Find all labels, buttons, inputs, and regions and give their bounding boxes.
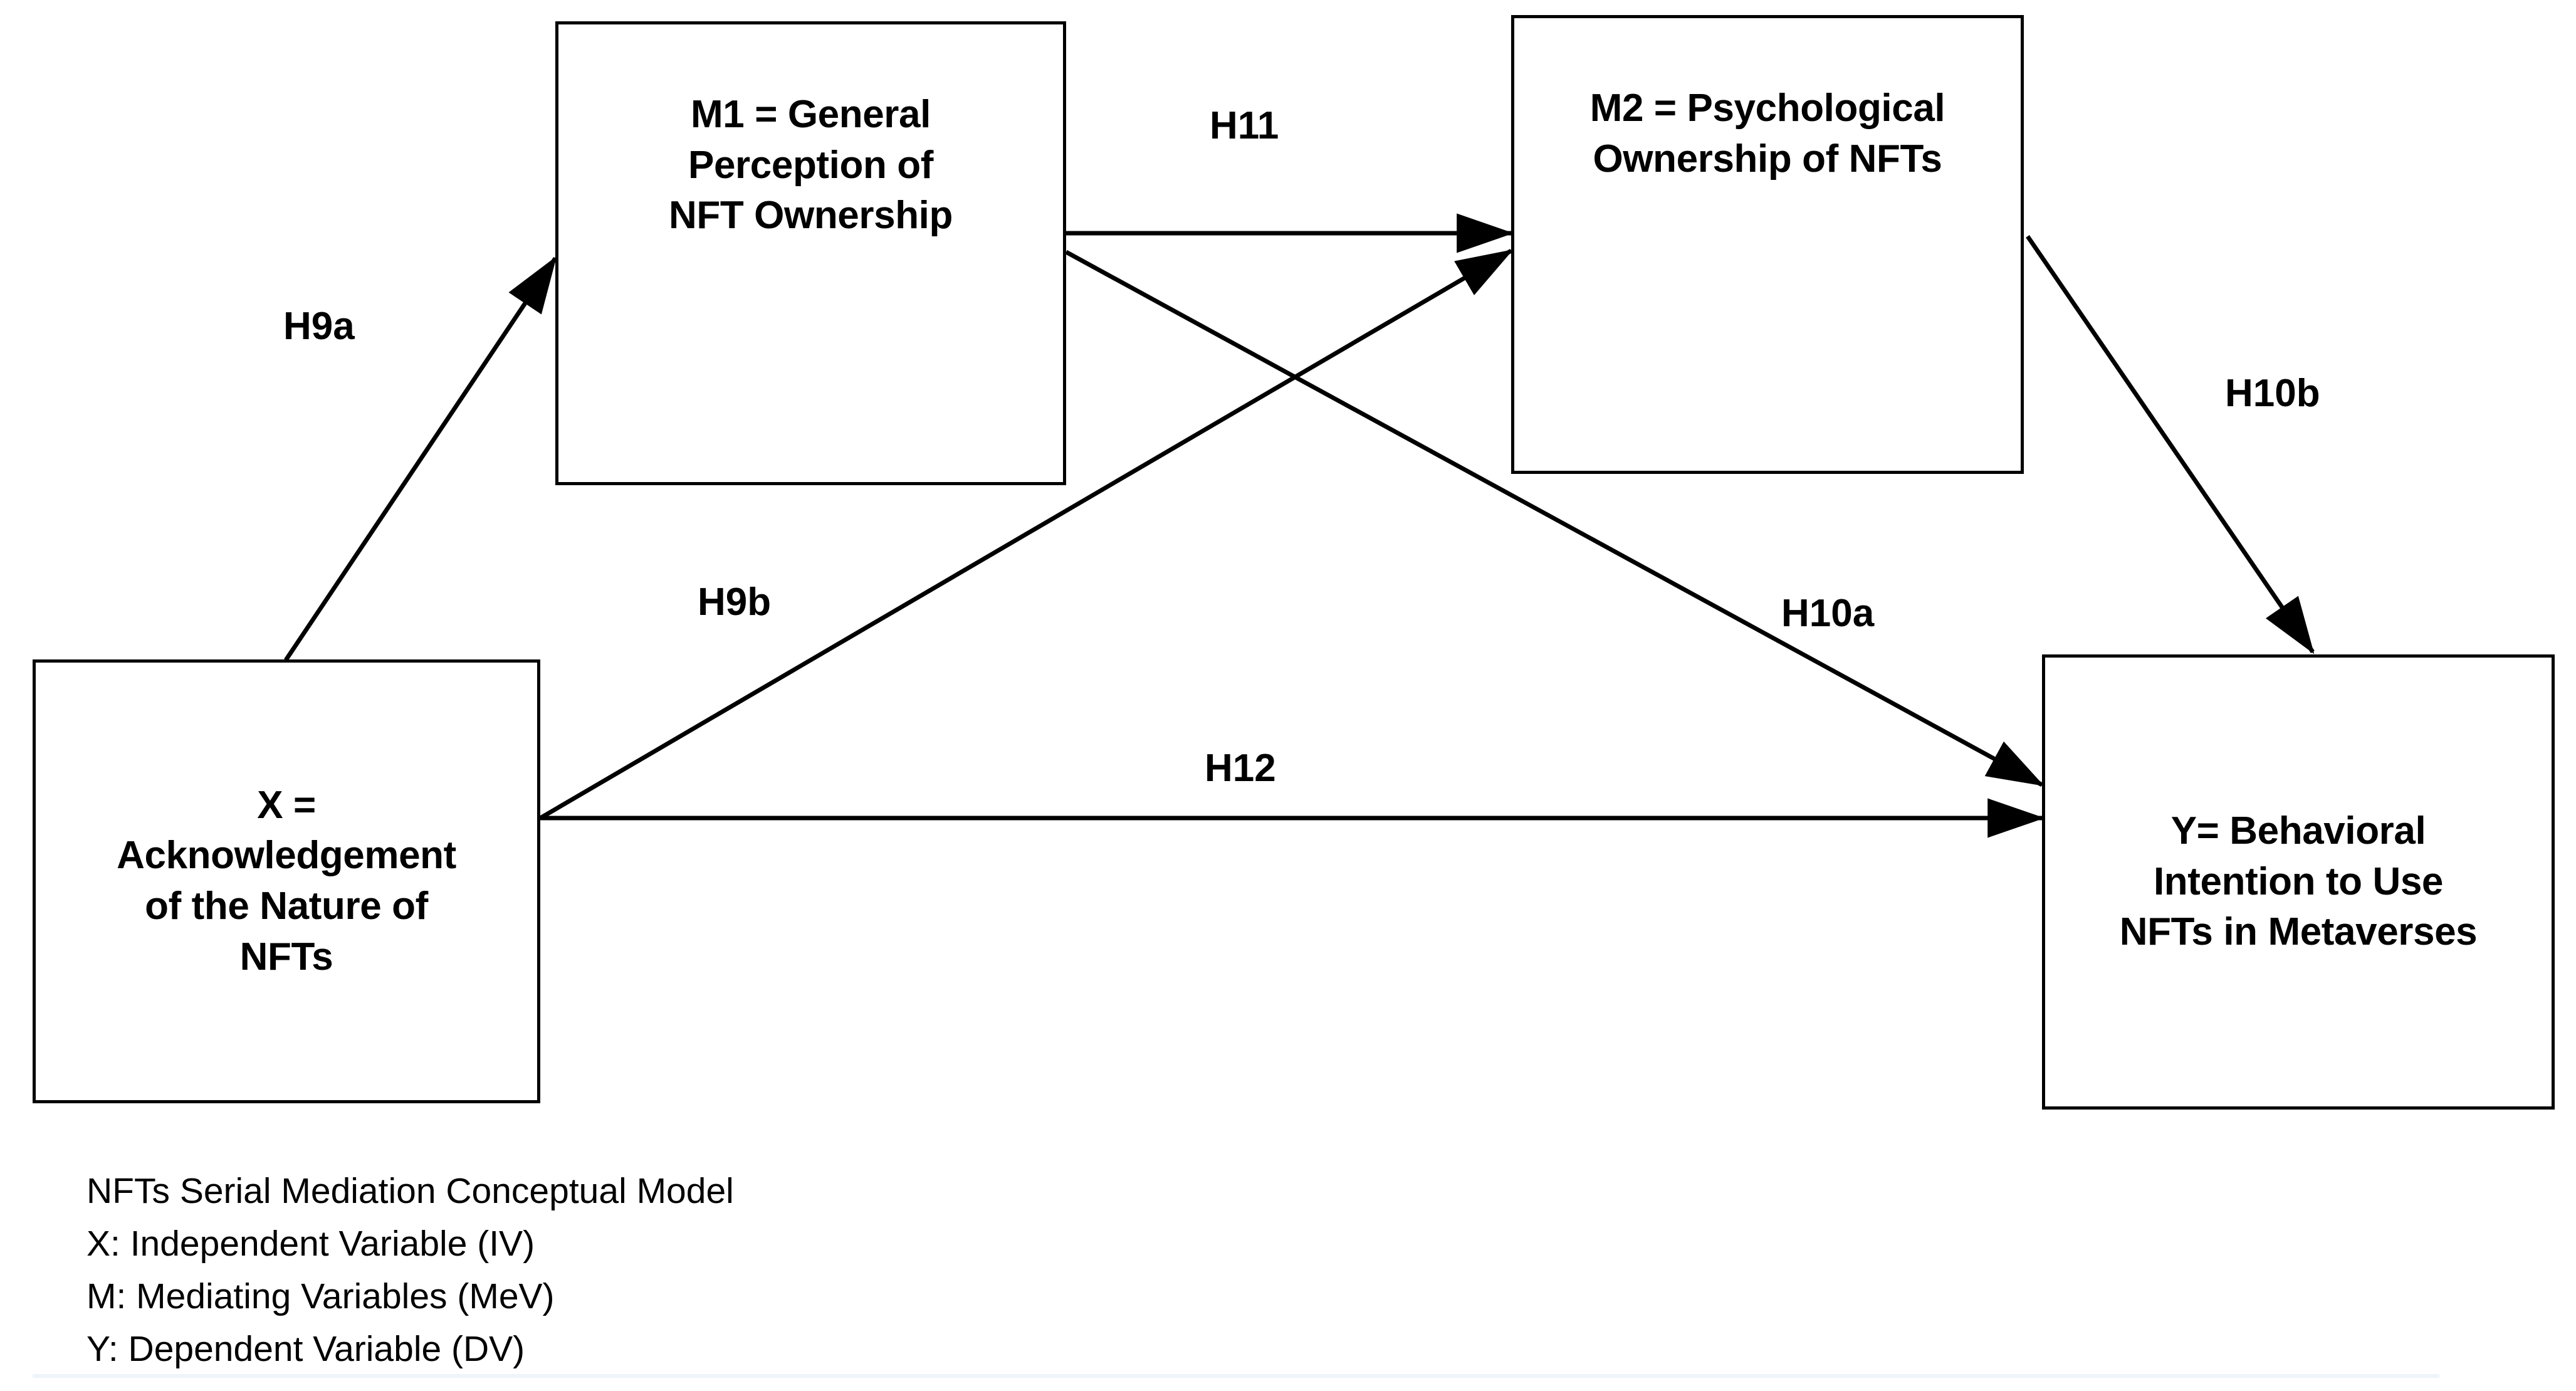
legend-line-m: M: Mediating Variables (MeV) — [86, 1276, 555, 1316]
legend-line-y: Y: Dependent Variable (DV) — [86, 1329, 525, 1369]
diagram-legend: NFTs Serial Mediation Conceptual Model X… — [86, 1165, 1340, 1375]
node-box-y: Y= Behavioral Intention to Use NFTs in M… — [2042, 654, 2555, 1110]
node-box-x: X = Acknowledgement of the Nature of NFT… — [33, 659, 540, 1103]
path-label-h9b: H9b — [698, 580, 772, 624]
footer-divider — [33, 1374, 2439, 1378]
node-label-m2: M2 = Psychological Ownership of NFTs — [1589, 87, 1945, 181]
path-label-h10b: H10b — [2225, 372, 2320, 415]
path-label-h11: H11 — [1210, 104, 1279, 147]
legend-line-x: X: Independent Variable (IV) — [86, 1224, 535, 1264]
node-box-m2: M2 = Psychological Ownership of NFTs — [1511, 15, 2024, 474]
node-box-m1: M1 = General Perception of NFT Ownership — [555, 21, 1066, 485]
path-label-h10a: H10a — [1781, 592, 1875, 635]
legend-line-title: NFTs Serial Mediation Conceptual Model — [86, 1171, 734, 1211]
path-label-h9a: H9a — [283, 305, 355, 348]
path-arrow-h10b — [2026, 235, 2315, 654]
path-label-h12: H12 — [1205, 747, 1276, 790]
node-label-m1: M1 = General Perception of NFT Ownership — [669, 93, 953, 238]
node-label-x: X = Acknowledgement of the Nature of NFT… — [117, 783, 456, 979]
node-label-y: Y= Behavioral Intention to Use NFTs in M… — [2119, 809, 2478, 954]
